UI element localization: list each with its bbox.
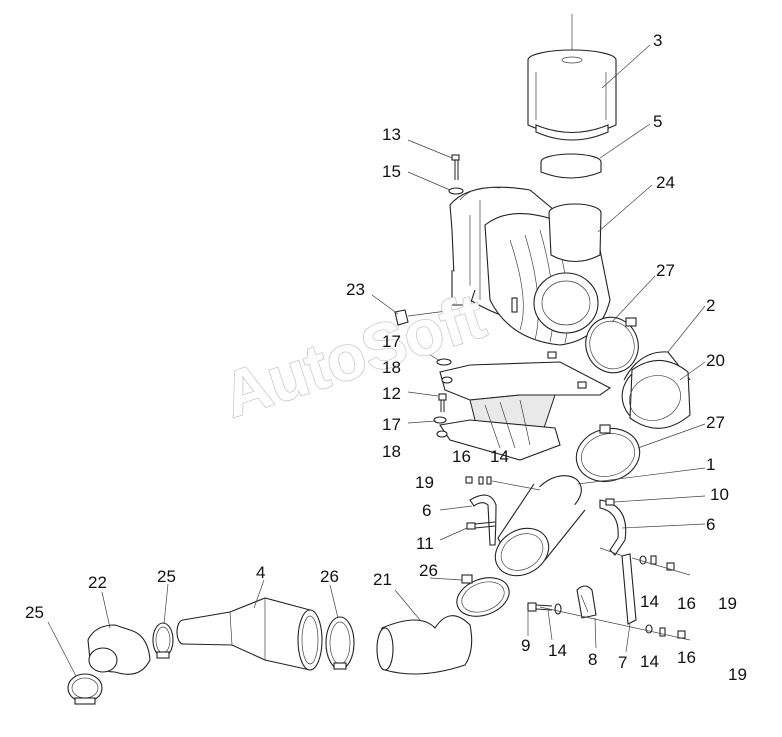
part-14-16-19-upper-set xyxy=(631,555,691,576)
callout-labels: 3 5 24 13 15 27 2 20 23 17 18 12 17 18 2… xyxy=(25,31,747,684)
callout-7: 7 xyxy=(618,653,627,672)
callout-19-upper: 19 xyxy=(415,473,434,492)
part-14-washer-a xyxy=(554,603,562,615)
callout-24: 24 xyxy=(656,173,675,192)
callout-26-left: 26 xyxy=(320,567,339,586)
part-6-strap-right xyxy=(599,499,627,556)
part-3-filter-element xyxy=(527,14,617,141)
part-22-elbow xyxy=(87,624,151,675)
part-26-clamp-lower xyxy=(325,616,355,670)
callout-13: 13 xyxy=(382,125,401,144)
part-24-air-cleaner-housing xyxy=(449,186,611,346)
callout-10: 10 xyxy=(710,485,729,504)
part-1-intake-pipe xyxy=(494,475,586,577)
part-21-elbow-hose xyxy=(376,615,473,675)
part-13-bolt xyxy=(451,154,460,180)
part-5-ring-seal xyxy=(540,153,602,179)
callout-1: 1 xyxy=(706,455,715,474)
callout-27-upper: 27 xyxy=(656,261,675,280)
part-14-16-19-lower-set xyxy=(539,606,691,641)
callout-2: 2 xyxy=(706,296,715,315)
part-27-clamp-upper xyxy=(585,316,639,374)
callout-18-lower: 18 xyxy=(382,442,401,461)
callout-19-right-upper: 19 xyxy=(718,594,737,613)
callout-19-right-lower: 19 xyxy=(728,665,747,684)
callout-17-upper: 17 xyxy=(382,332,401,351)
callout-14-upper: 14 xyxy=(490,447,509,466)
part-18-washer-upper xyxy=(441,376,453,384)
part-18-washer-lower xyxy=(436,430,448,438)
callout-16-right-lower: 16 xyxy=(677,648,696,667)
part-25-clamp-lower xyxy=(67,673,103,705)
callout-22: 22 xyxy=(88,573,107,592)
callout-4: 4 xyxy=(256,563,265,582)
part-17-washer-lower xyxy=(433,416,447,424)
part-7-support xyxy=(599,547,637,625)
callout-17-lower: 17 xyxy=(382,415,401,434)
leader-lines xyxy=(47,44,706,677)
callout-16-right-upper: 16 xyxy=(677,594,696,613)
part-17-washer-upper xyxy=(436,358,452,366)
part-15-washer xyxy=(448,187,464,195)
callout-25-upper: 25 xyxy=(157,567,176,586)
part-20-sleeve xyxy=(621,359,691,429)
mounting-bracket-assembly xyxy=(439,297,612,461)
callout-15: 15 xyxy=(382,162,401,181)
callout-18-upper: 18 xyxy=(382,358,401,377)
part-4-pipe xyxy=(176,597,323,671)
part-10-bolt xyxy=(605,498,615,506)
watermark-text: AutoSoft xyxy=(214,279,493,431)
part-6-strap-left xyxy=(469,494,497,546)
part-16-19-nuts-upper xyxy=(465,476,541,491)
callout-26-right: 26 xyxy=(419,561,438,580)
callout-6-right: 6 xyxy=(706,515,715,534)
part-27-clamp-lower xyxy=(575,424,641,482)
part-26-clamp-upper xyxy=(456,574,510,617)
part-12-bolt xyxy=(438,393,447,412)
callout-20: 20 xyxy=(706,351,725,370)
part-25-clamp-upper xyxy=(152,622,174,659)
part-11-bolt xyxy=(466,521,496,530)
part-23-bolt xyxy=(394,307,471,326)
callout-14-right-upper: 14 xyxy=(640,592,659,611)
callout-14-right-lower: 14 xyxy=(640,652,659,671)
callout-11: 11 xyxy=(416,534,434,553)
callout-3: 3 xyxy=(653,31,662,50)
callout-14-lower-left: 14 xyxy=(548,641,567,660)
callout-27-lower: 27 xyxy=(706,413,725,432)
callout-21: 21 xyxy=(373,570,392,589)
callout-25-lower: 25 xyxy=(25,603,44,622)
callout-12: 12 xyxy=(382,384,401,403)
callout-9: 9 xyxy=(521,636,530,655)
part-9-bolt xyxy=(527,602,553,612)
callout-5: 5 xyxy=(653,112,662,131)
callout-8: 8 xyxy=(588,650,597,669)
callout-16-upper: 16 xyxy=(452,447,471,466)
callout-23: 23 xyxy=(346,280,365,299)
callout-6-left: 6 xyxy=(422,501,431,520)
part-8-strap xyxy=(576,585,597,619)
